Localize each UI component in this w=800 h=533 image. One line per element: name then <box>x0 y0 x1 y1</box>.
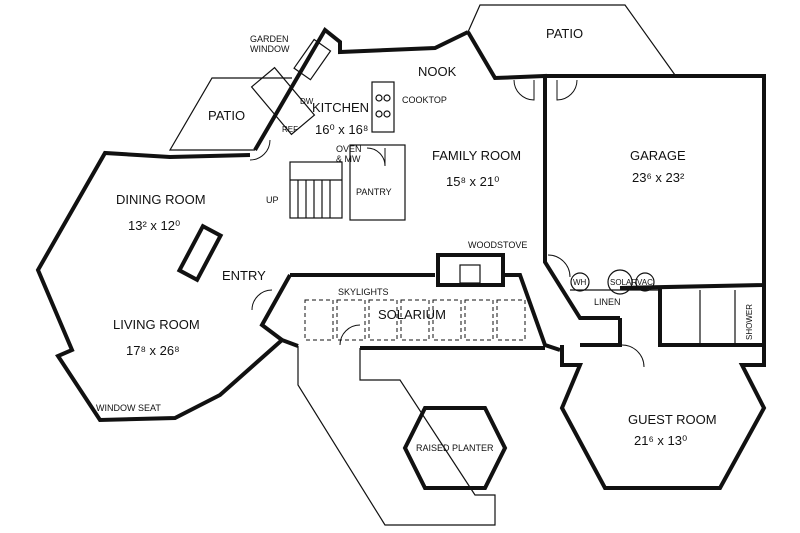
solar-icon <box>607 269 633 295</box>
raised-planter-label: RAISED PLANTER <box>416 443 494 453</box>
burner <box>383 110 391 118</box>
guest-room-label: GUEST ROOM <box>628 412 717 427</box>
patio-top-outline <box>467 4 676 76</box>
bath-wall <box>658 285 766 347</box>
burner <box>375 110 383 118</box>
entry-wall <box>259 274 292 342</box>
walkway-outline <box>297 346 496 526</box>
dining-living-wall <box>35 150 299 423</box>
living-room-label: LIVING ROOM <box>113 317 200 332</box>
stair-treads <box>290 179 342 218</box>
guest-room-wall <box>559 345 767 490</box>
garage-dim: 23⁶ x 23² <box>632 170 685 185</box>
cooktop-label: COOKTOP <box>402 95 447 105</box>
dining-room-label: DINING ROOM <box>116 192 206 207</box>
woodstove-box <box>459 264 481 284</box>
cooktop <box>371 81 395 133</box>
dw-label: DW <box>300 97 314 106</box>
ref-dw-counter <box>250 66 316 136</box>
garden-window-label-2: WINDOW <box>250 44 290 54</box>
door-swing <box>249 139 271 161</box>
oven-label-1: OVEN <box>336 144 362 154</box>
kitchen-wall <box>253 26 469 152</box>
patio-left-label: PATIO <box>208 108 245 123</box>
dining-table <box>176 223 224 283</box>
woodstove-label: WOODSTOVE <box>468 240 527 250</box>
oven-label-2: & MW <box>336 154 361 164</box>
nook-wall <box>466 30 620 320</box>
garage-wall <box>545 74 766 290</box>
woodstove-hearth <box>436 253 505 287</box>
garage-label: GARAGE <box>630 148 686 163</box>
stairs <box>289 161 343 219</box>
shower-label: SHOWER <box>745 304 754 340</box>
burner <box>383 94 391 102</box>
garden-window <box>293 38 332 81</box>
solarium-wall <box>290 273 561 352</box>
linen-label: LINEN <box>594 297 621 307</box>
kitchen-dim: 16⁰ x 16⁸ <box>315 122 368 137</box>
door-swing <box>621 344 645 368</box>
ref-label: REF <box>282 125 298 134</box>
patio-top-label: PATIO <box>546 26 583 41</box>
garden-window-label-1: GARDEN <box>250 34 289 44</box>
patio-left-outline <box>168 77 292 151</box>
nook-label: NOOK <box>418 64 457 79</box>
stairs-up-label: UP <box>266 195 279 205</box>
door-swing <box>513 79 535 101</box>
raised-planter <box>402 406 508 490</box>
family-room-label: FAMILY ROOM <box>432 148 521 163</box>
guest-hall-wall <box>580 318 622 347</box>
family-room-dim: 15⁸ x 21⁰ <box>446 174 499 189</box>
vacuum-icon <box>635 272 655 292</box>
wh-label: WH <box>573 278 587 287</box>
skylights-label: SKYLIGHTS <box>338 287 389 297</box>
door-swing <box>366 147 386 167</box>
door-swing <box>251 289 273 311</box>
water-heater-icon <box>570 272 590 292</box>
door-swing <box>547 254 571 278</box>
solarium-label: SOLARIUM <box>378 307 446 322</box>
guest-room-dim: 21⁶ x 13⁰ <box>634 433 687 448</box>
door-swing <box>556 79 578 101</box>
burner <box>375 94 383 102</box>
solar-label: SOLAR <box>610 278 637 287</box>
pantry-box <box>349 144 406 221</box>
pantry-label: PANTRY <box>356 187 392 197</box>
vac-label: VAC <box>637 278 653 287</box>
skylights <box>304 299 526 341</box>
door-swing <box>339 324 361 346</box>
window-seat-label: WINDOW SEAT <box>96 403 161 413</box>
living-room-dim: 17⁸ x 26⁸ <box>126 343 180 358</box>
dining-room-dim: 13² x 12⁰ <box>128 218 180 233</box>
kitchen-label: KITCHEN <box>312 100 369 115</box>
entry-label: ENTRY <box>222 268 266 283</box>
